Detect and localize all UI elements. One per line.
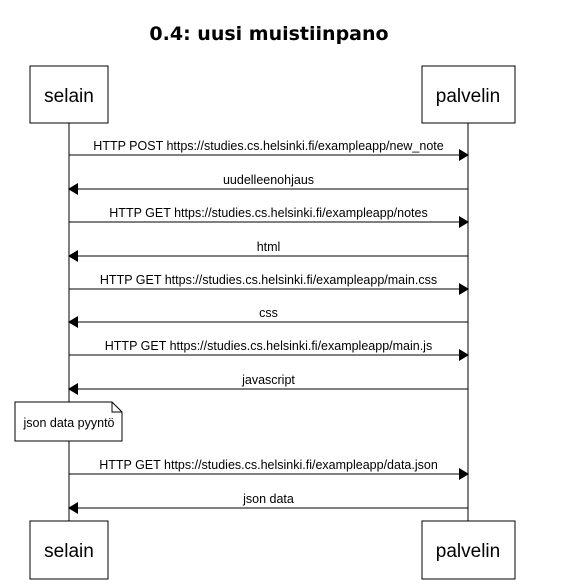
participant-label: selain <box>44 541 94 562</box>
message-label: HTTP GET https://studies.cs.helsinki.fi/… <box>100 273 437 287</box>
note-fold <box>111 402 122 413</box>
message-label: javascript <box>241 373 295 387</box>
participant-selain-top: selain <box>29 65 109 124</box>
participant-palvelin-top: palvelin <box>421 65 516 124</box>
message: json data <box>68 492 468 514</box>
message: uudelleenohjaus <box>68 173 468 195</box>
message: HTTP POST https://studies.cs.helsinki.fi… <box>69 139 469 161</box>
participant-selain-bottom: selain <box>29 520 109 580</box>
message-label: HTTP GET https://studies.cs.helsinki.fi/… <box>99 458 438 472</box>
message: javascript <box>68 373 468 395</box>
participant-label: selain <box>44 86 94 107</box>
message-label: HTTP POST https://studies.cs.helsinki.fi… <box>93 139 443 153</box>
participant-label: palvelin <box>436 541 500 562</box>
note-text: json data pyyntö <box>22 416 114 430</box>
message-label: html <box>257 240 281 254</box>
message-label: css <box>259 306 278 320</box>
message: HTTP GET https://studies.cs.helsinki.fi/… <box>69 339 469 361</box>
message-label: HTTP GET https://studies.cs.helsinki.fi/… <box>109 206 427 220</box>
message: html <box>68 240 468 262</box>
note-box <box>14 401 123 442</box>
message: HTTP GET https://studies.cs.helsinki.fi/… <box>69 273 469 295</box>
message: css <box>68 306 468 328</box>
message-list: HTTP POST https://studies.cs.helsinki.fi… <box>68 139 469 514</box>
message-label: uudelleenohjaus <box>223 173 314 187</box>
diagram-title: 0.4: uusi muistiinpano <box>149 23 388 45</box>
message-label: json data <box>242 492 294 506</box>
message-label: HTTP GET https://studies.cs.helsinki.fi/… <box>105 339 432 353</box>
participant-palvelin-bottom: palvelin <box>421 520 516 580</box>
message: HTTP GET https://studies.cs.helsinki.fi/… <box>69 458 469 480</box>
message: HTTP GET https://studies.cs.helsinki.fi/… <box>69 206 469 228</box>
participant-label: palvelin <box>436 86 500 107</box>
note: json data pyyntö <box>14 401 123 442</box>
